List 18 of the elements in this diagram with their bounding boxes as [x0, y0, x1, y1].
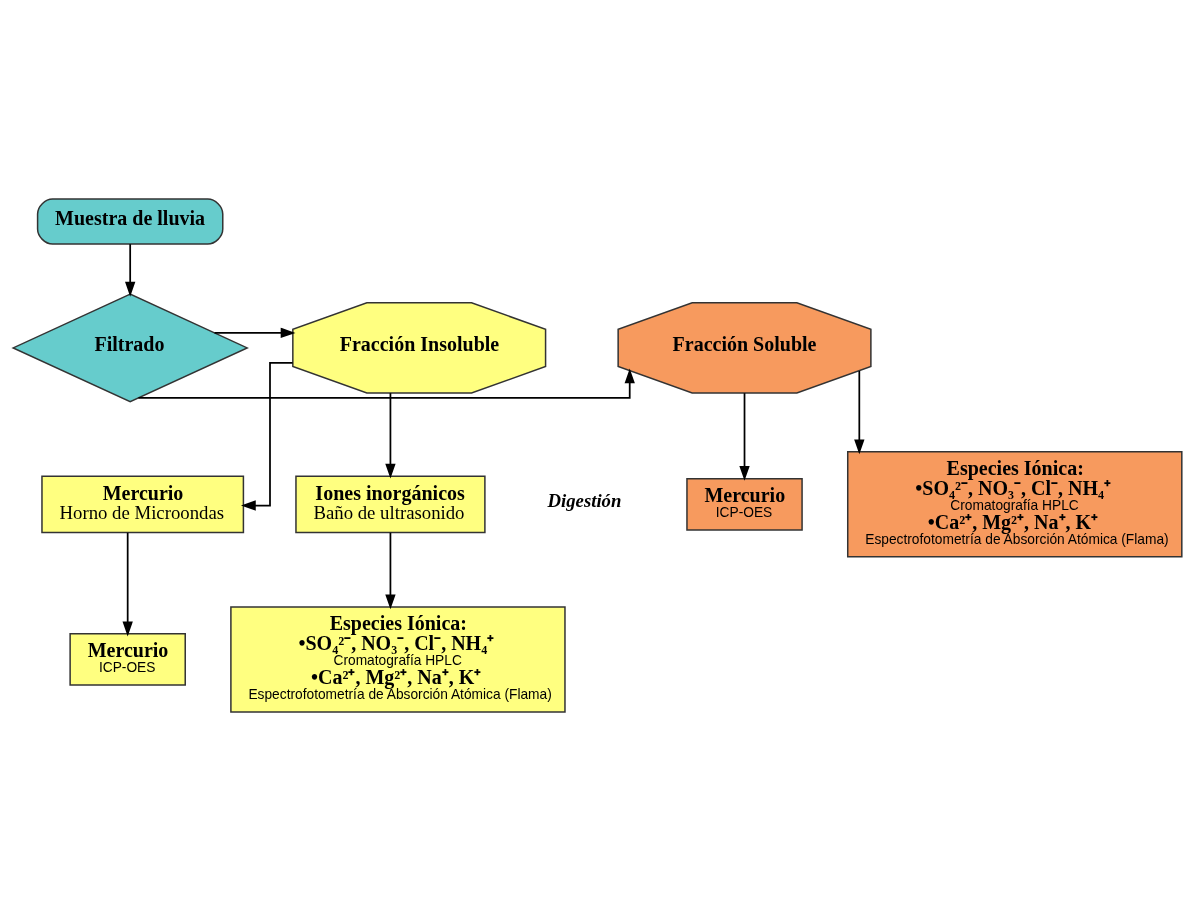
arrow — [125, 242, 136, 297]
arrow — [854, 369, 865, 454]
node-box: Muestra de lluvia — [36, 197, 224, 245]
node-box: Mercurio ICP-OES — [69, 632, 186, 686]
arrow — [122, 531, 133, 636]
arrow — [240, 361, 294, 511]
arrow — [385, 531, 396, 609]
node-box: Mercurio Horno de Microondas — [41, 474, 245, 533]
arrow — [213, 327, 296, 338]
arrow — [137, 368, 635, 399]
node-box: Mercurio ICP-OES — [686, 477, 803, 531]
node-box: Especies Iónica: •SO₄²⁻, NO₃⁻, Cl⁻, NH₄⁺ Cromatografía HPLC •Ca²⁺, Mg²⁺, Na⁺, K⁺ Espectrofotometría de Absorción Atómica (Flama) — [230, 605, 566, 713]
label: Digestión — [547, 489, 622, 511]
node-box: Iones inorgánicos Baño de ultrasonido — [295, 474, 486, 533]
node-diamond: Filtrado — [11, 292, 249, 403]
arrow — [739, 391, 750, 481]
node-box: Especies Iónica: •SO₄²⁻, NO₃⁻, Cl⁻, NH₄⁺ Cromatografía HPLC •Ca²⁺, Mg²⁺, Na⁺, K⁺ Espectrofotometría de Absorción Atómica (Flama) — [847, 450, 1183, 558]
arrow — [385, 391, 396, 479]
